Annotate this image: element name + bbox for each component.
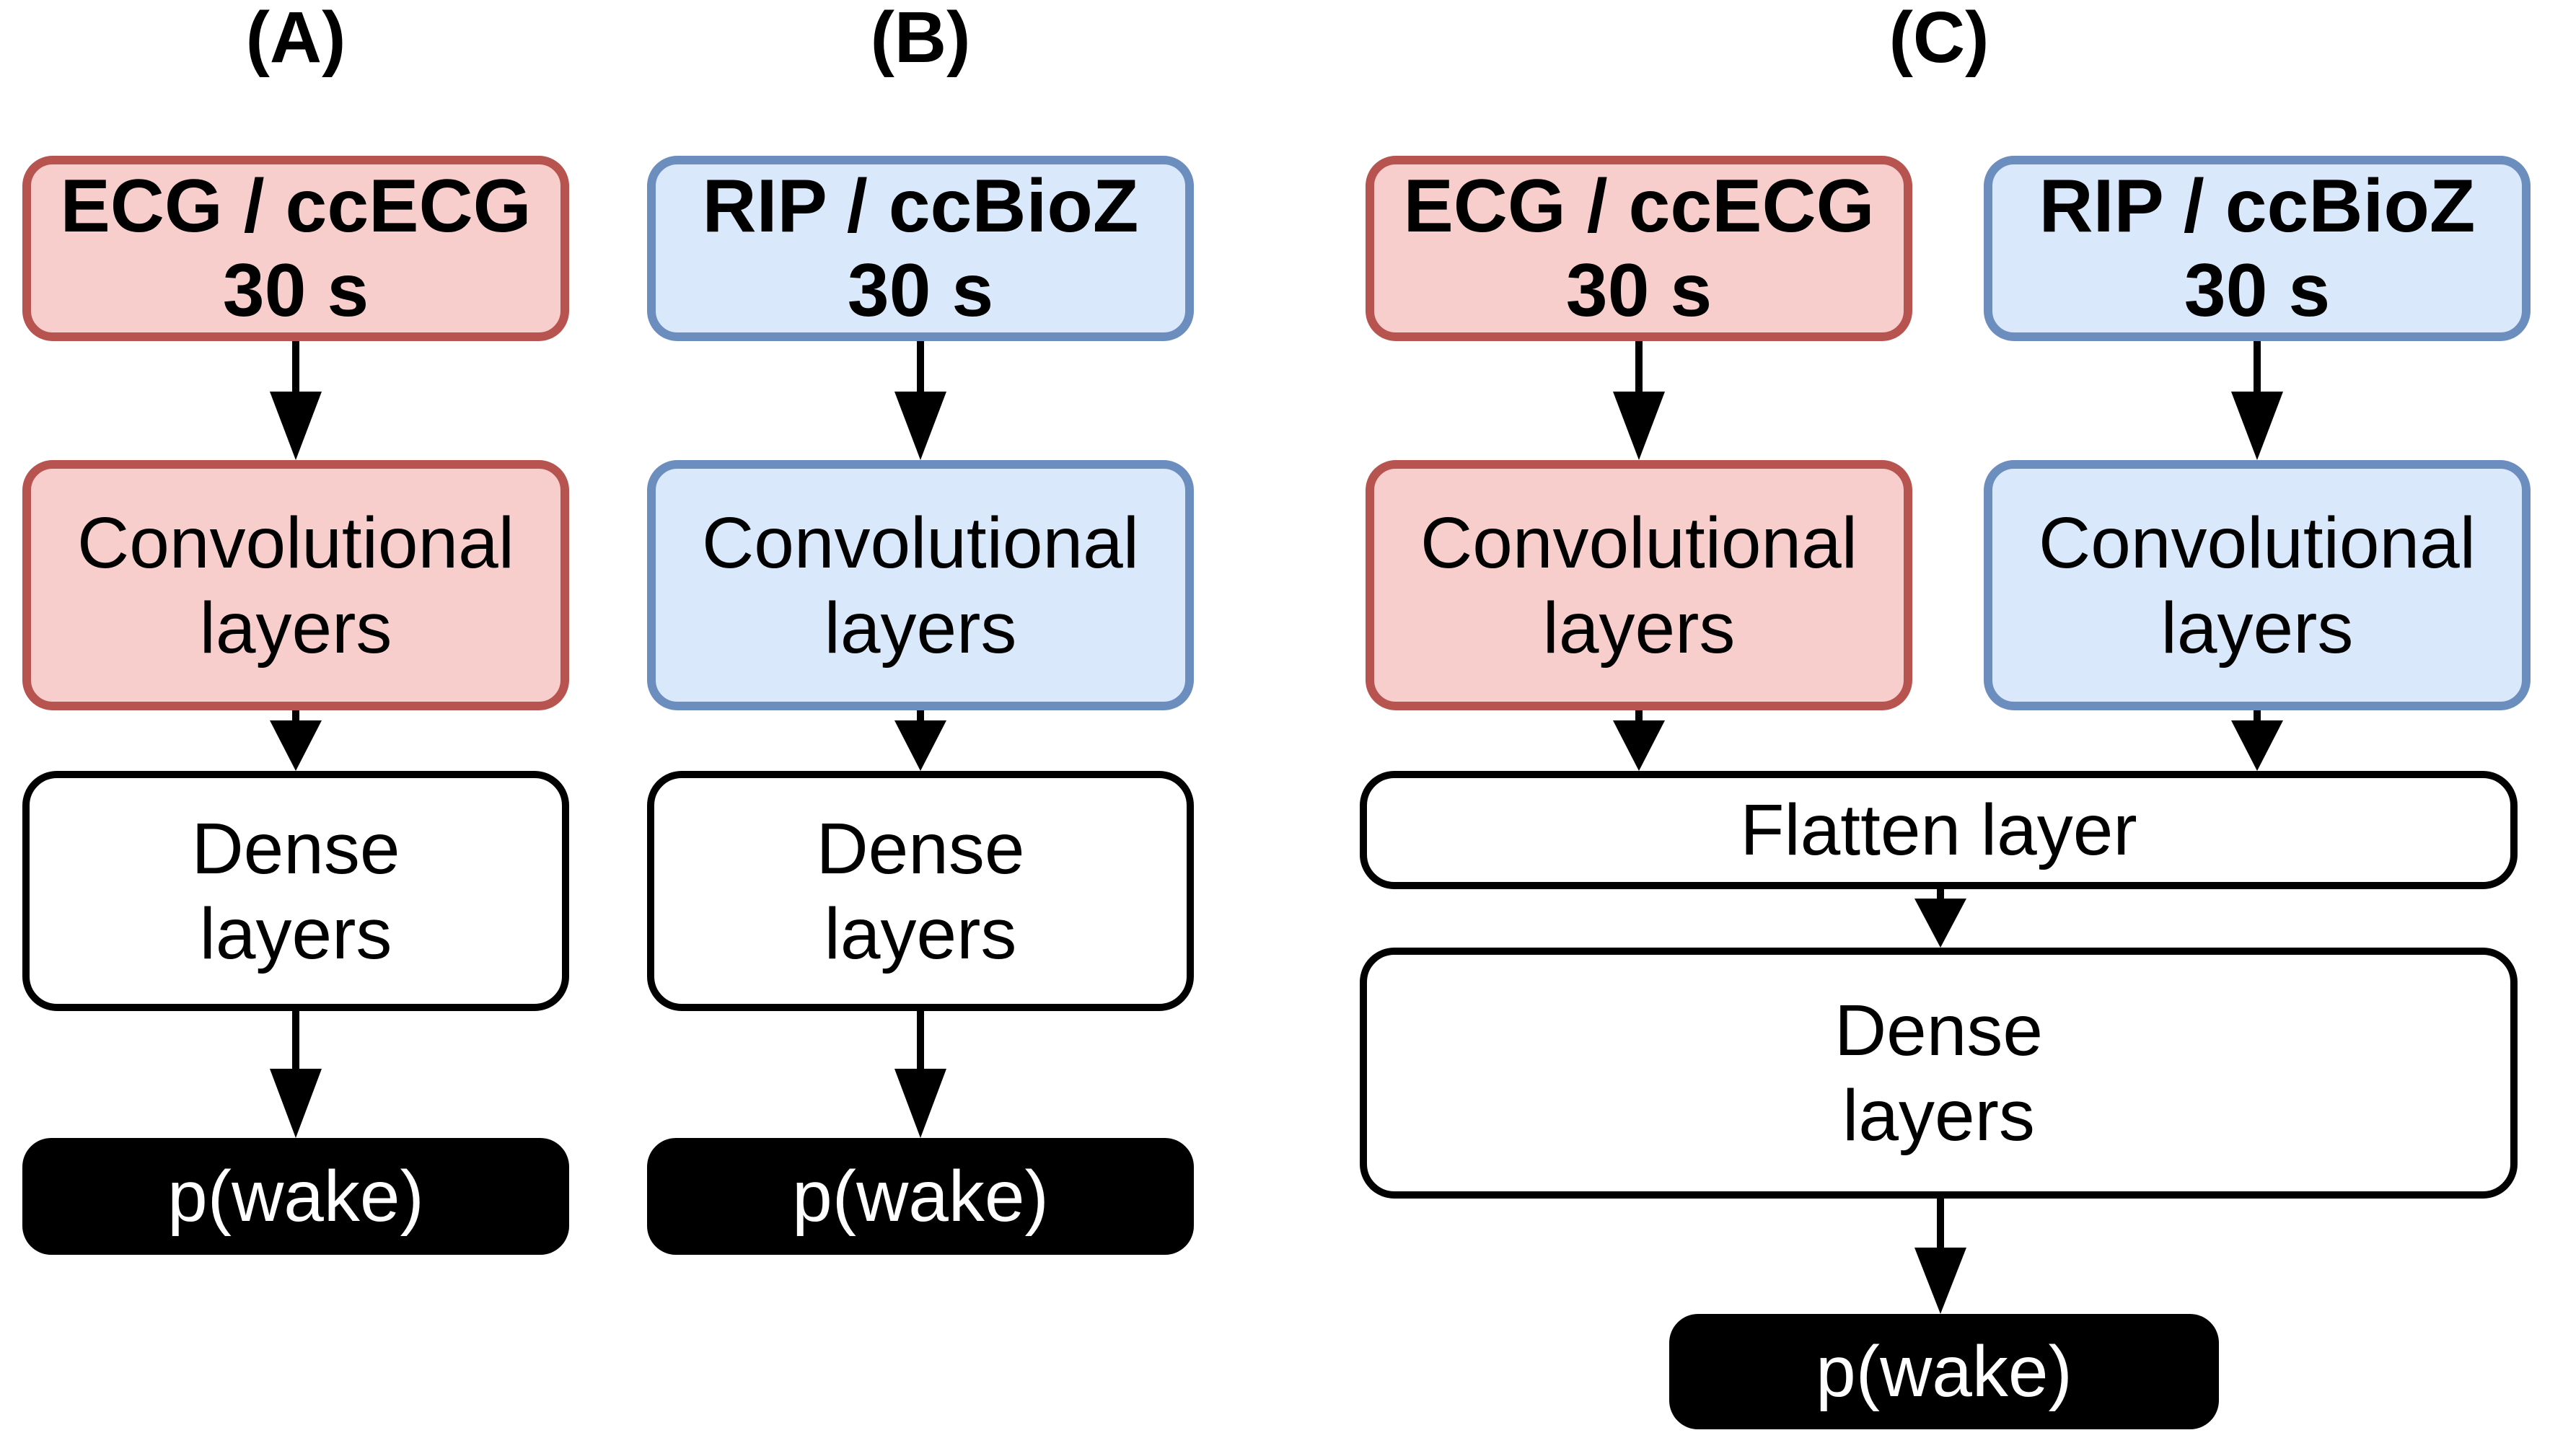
node-a-output: p(wake) [22,1138,569,1255]
node-c-output: p(wake) [1669,1314,2219,1429]
node-c-conv-rip-line1: Convolutional [2039,502,2476,583]
node-c-conv-rip-line2: layers [2160,587,2354,669]
node-a-conv-line1: Convolutional [77,502,514,583]
node-b-input-line1: RIP / ccBioZ [702,164,1139,249]
node-c-input-ecg-line1: ECG / ccECG [1403,164,1875,249]
node-c-flatten-label: Flatten layer [1740,790,2137,870]
node-a-conv: Convolutional layers [22,460,569,710]
node-b-conv: Convolutional layers [647,460,1194,710]
node-c-output-label: p(wake) [1816,1331,2072,1412]
node-b-output-label: p(wake) [792,1156,1049,1237]
panel-c-title: (C) [1889,0,1990,78]
node-a-dense: Dense layers [22,771,569,1011]
node-a-conv-line2: layers [199,587,392,669]
node-c-dense-line1: Dense [1834,990,2044,1071]
node-b-conv-line1: Convolutional [702,502,1139,583]
arrow-a-dense-to-output [270,1011,322,1138]
node-c-input-ecg-line2: 30 s [1565,248,1713,332]
node-c-conv-ecg: Convolutional layers [1366,460,1912,710]
node-c-flatten: Flatten layer [1360,771,2518,889]
node-a-output-label: p(wake) [167,1156,424,1237]
arrow-c-convrip-to-flatten [2231,710,2283,771]
arrow-b-conv-to-dense [894,710,946,771]
node-c-input-rip-line1: RIP / ccBioZ [2039,164,2476,249]
arrow-c-convecg-to-flatten [1613,710,1665,771]
node-b-dense: Dense layers [647,771,1194,1011]
panel-b-title: (B) [870,0,971,78]
arrow-c-ecg-to-conv [1613,341,1665,460]
node-a-dense-line2: layers [199,893,392,974]
node-a-input-line2: 30 s [222,248,369,332]
node-b-input-line2: 30 s [847,248,994,332]
panel-a-title: (A) [245,0,346,78]
node-b-output: p(wake) [647,1138,1194,1255]
node-c-conv-rip: Convolutional layers [1984,460,2531,710]
arrow-c-dense-to-output [1914,1199,1966,1314]
node-c-dense: Dense layers [1360,948,2518,1199]
node-a-input-ecg: ECG / ccECG 30 s [22,156,569,341]
node-b-dense-line2: layers [824,893,1017,974]
arrow-c-rip-to-conv [2231,341,2283,460]
node-a-input-line1: ECG / ccECG [60,164,532,249]
node-b-input-rip: RIP / ccBioZ 30 s [647,156,1194,341]
arrow-a-input-to-conv [270,341,322,460]
node-b-conv-line2: layers [824,587,1017,669]
arrow-a-conv-to-dense [270,710,322,771]
node-c-input-rip: RIP / ccBioZ 30 s [1984,156,2531,341]
arrow-b-input-to-conv [894,341,946,460]
node-b-dense-line1: Dense [816,808,1025,889]
node-c-input-rip-line2: 30 s [2184,248,2331,332]
node-c-dense-line2: layers [1842,1075,2035,1156]
arrow-c-flatten-to-dense [1914,889,1966,948]
node-c-conv-ecg-line1: Convolutional [1420,502,1857,583]
node-a-dense-line1: Dense [191,808,400,889]
arrow-b-dense-to-output [894,1011,946,1138]
node-c-input-ecg: ECG / ccECG 30 s [1366,156,1912,341]
node-c-conv-ecg-line2: layers [1542,587,1736,669]
